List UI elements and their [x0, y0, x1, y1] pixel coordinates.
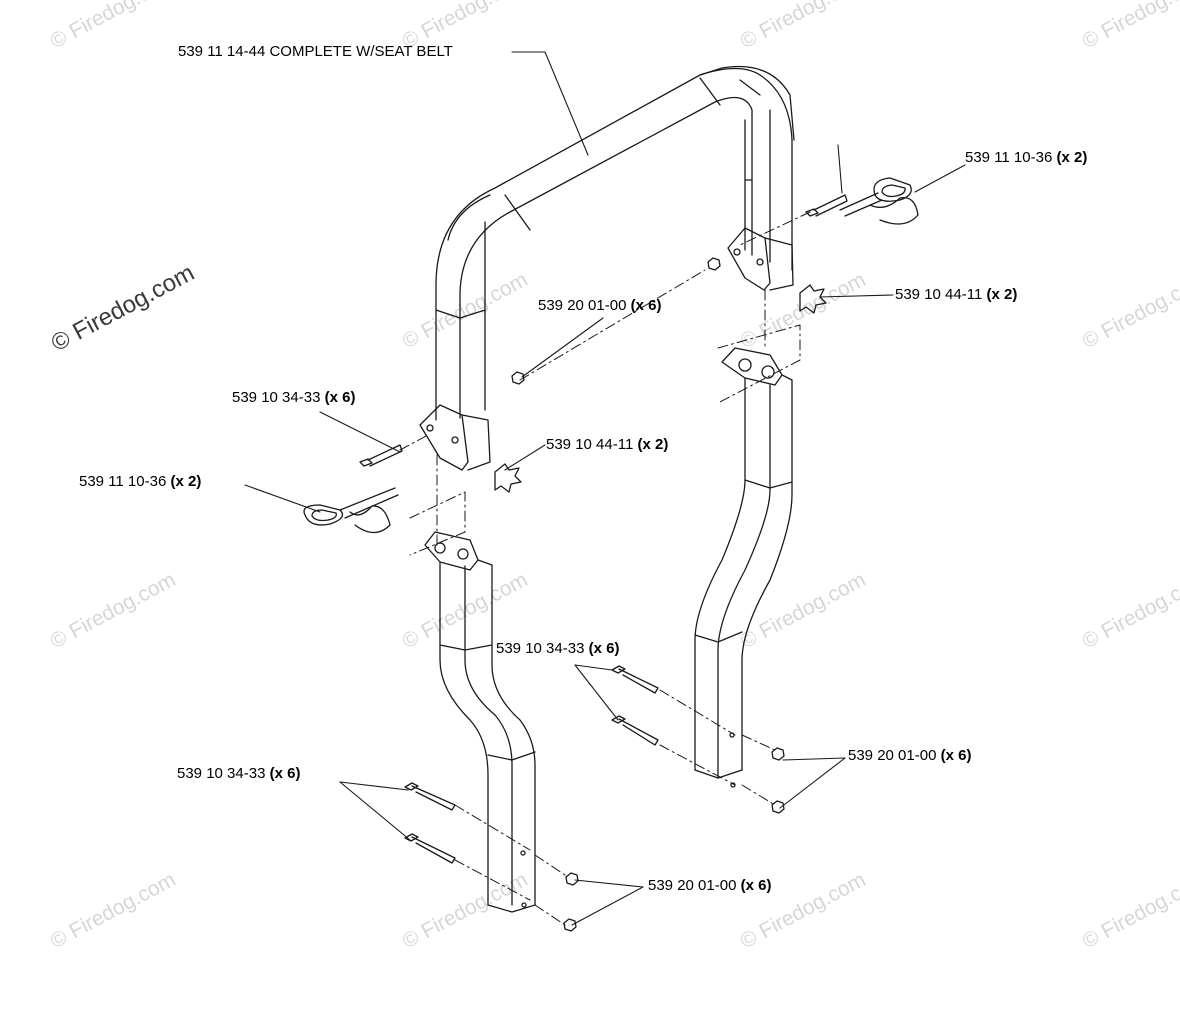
callout-part: 539 10 34-33 — [232, 389, 321, 406]
callout-part: 539 10 34-33 — [177, 765, 266, 782]
left-upper-bracket — [419, 404, 491, 471]
callout-qty: (x 6) — [740, 877, 772, 894]
callout-part: 539 10 34-33 — [496, 640, 585, 657]
callout-nut-lower-left: 539 20 01-00 (x 6) — [648, 877, 771, 895]
callout-part: 539 10 44-11 — [546, 436, 634, 453]
upper-rollbar — [435, 65, 795, 421]
callout-qty: (x 2) — [986, 286, 1018, 303]
callout-knob-left: 539 10 44-11 (x 2) — [546, 436, 668, 454]
callout-bolt-upper: 539 10 34-33 (x 6) — [232, 389, 355, 407]
lock-pin-icon — [303, 177, 919, 534]
nut-icon — [511, 257, 785, 932]
right-lower-upright — [694, 347, 793, 788]
callout-part: 539 11 14-44 COMPLETE W/SEAT BELT — [178, 43, 453, 60]
callout-qty: (x 2) — [170, 473, 202, 490]
callout-part: 539 10 44-11 — [895, 286, 983, 303]
callout-part: 539 11 10-36 — [965, 149, 1053, 166]
knob-icon — [494, 284, 827, 493]
callout-pin-left: 539 11 10-36 (x 2) — [79, 473, 201, 491]
callout-qty: (x 2) — [1056, 149, 1088, 166]
leader-lines — [244, 51, 966, 926]
callout-nut-upper: 539 20 01-00 (x 6) — [538, 297, 661, 315]
callout-qty: (x 6) — [269, 765, 301, 782]
callout-part: 539 20 01-00 — [538, 297, 627, 314]
bolt-icon — [359, 194, 848, 864]
callout-qty: (x 2) — [637, 436, 669, 453]
right-upper-bracket — [727, 227, 794, 291]
callout-bolt-lower-left: 539 10 34-33 (x 6) — [177, 765, 300, 783]
callout-pin-right: 539 11 10-36 (x 2) — [965, 149, 1087, 167]
callout-qty: (x 6) — [630, 297, 662, 314]
callout-title: 539 11 14-44 COMPLETE W/SEAT BELT — [178, 43, 453, 61]
callout-qty: (x 6) — [940, 747, 972, 764]
callout-nut-lower-right: 539 20 01-00 (x 6) — [848, 747, 971, 765]
callout-part: 539 11 10-36 — [79, 473, 167, 490]
assembly-centerlines — [399, 211, 811, 926]
callout-part: 539 20 01-00 — [648, 877, 737, 894]
callout-bolt-lower-right: 539 10 34-33 (x 6) — [496, 640, 619, 658]
callout-knob-right: 539 10 44-11 (x 2) — [895, 286, 1017, 304]
left-lower-upright — [424, 531, 536, 913]
callout-qty: (x 6) — [324, 389, 356, 406]
callout-qty: (x 6) — [588, 640, 620, 657]
callout-part: 539 20 01-00 — [848, 747, 937, 764]
